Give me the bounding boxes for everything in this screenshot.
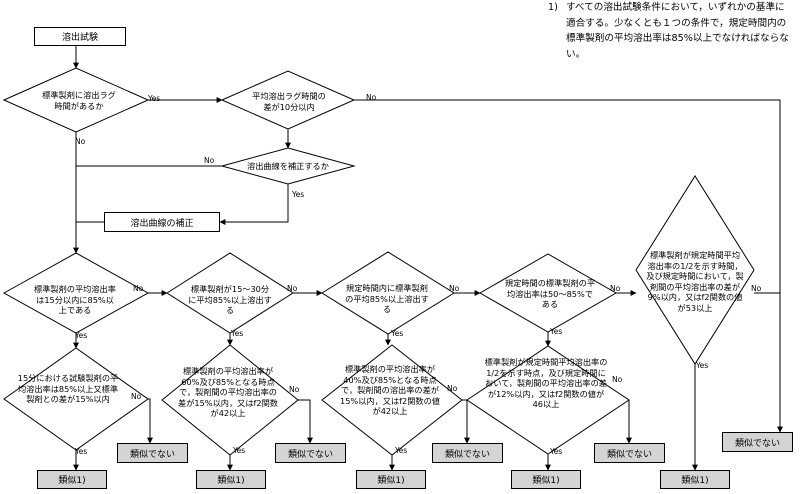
label-yes: Yes xyxy=(148,94,161,103)
label-no: No xyxy=(612,375,623,384)
result-not-similar: 類似でない xyxy=(117,443,188,463)
label-yes: Yes xyxy=(395,446,408,455)
decision-d3: 規定時間内に標準製剤の平均85%以上溶出する xyxy=(345,283,429,314)
decision-d5: 標準製剤が規定時間平均溶出率の1/2を示す時間，及び規定時間において，製剤間の平… xyxy=(646,250,744,313)
label-yes: Yes xyxy=(696,361,709,370)
result-similar: 類似1) xyxy=(37,470,107,489)
footnote-number: 1) xyxy=(548,2,558,13)
label-no: No xyxy=(287,284,298,293)
label-no: No xyxy=(131,392,142,401)
label-yes: Yes xyxy=(391,329,404,338)
label-no: No xyxy=(75,137,86,146)
result-not-similar: 類似でない xyxy=(594,443,665,463)
connector-24 xyxy=(298,399,313,444)
result-similar: 類似1) xyxy=(356,470,426,489)
decision-lag-diff: 平均溶出ラグ時間の差が10分以内 xyxy=(252,91,326,112)
connector-25 xyxy=(462,399,470,444)
result-not-similar: 類似でない xyxy=(432,443,503,463)
result-similar: 類似1) xyxy=(511,470,581,489)
result-not-similar: 類似でない xyxy=(722,432,793,452)
label-yes: Yes xyxy=(233,446,246,455)
label-yes: Yes xyxy=(231,329,244,338)
criterion-c4: 標準製剤が規定時間平均溶出率の1/2を示す時点，及び規定時間において，製剤間の平… xyxy=(484,357,608,409)
decision-lag: 標準製剤に溶出ラグ時間があるか xyxy=(42,90,116,111)
label-no: No xyxy=(366,93,377,102)
label-no: No xyxy=(610,284,621,293)
connector-6 xyxy=(219,184,289,225)
result-not-similar: 類似でない xyxy=(275,443,346,463)
label-yes: Yes xyxy=(550,447,563,456)
label-no: No xyxy=(204,156,215,165)
criterion-c3: 標準製剤の平均溶出率が40%及び85%となる時点で，製剤間の溶出率の差が15%以… xyxy=(340,364,440,416)
result-similar: 類似1) xyxy=(660,470,730,489)
correction-box: 溶出曲線の補正 xyxy=(104,212,220,232)
label-no: No xyxy=(133,284,144,293)
label-yes: Yes xyxy=(292,190,305,199)
decision-d1: 標準製剤の平均溶出率は15分以内に85%以上である xyxy=(34,284,116,315)
label-yes: Yes xyxy=(550,327,563,336)
criterion-c2: 標準製剤の平均溶出率が60%及び85%となる時点で，製剤間の平均溶出率の差が15… xyxy=(178,366,278,418)
criterion-c1: 15分における試験製剤の平均溶出率は85%以上又標準製剤との差が15%以内 xyxy=(17,373,119,404)
decision-diamond-correct xyxy=(220,147,356,185)
result-similar: 類似1) xyxy=(196,470,266,489)
label-no: No xyxy=(751,284,762,293)
decision-correct: 溶出曲線を補正するか xyxy=(247,161,329,171)
label-yes: Yes xyxy=(75,331,88,340)
footnote-text: すべての溶出試験条件において，いずれかの基準に適合する。少なくとも１つの条件で，… xyxy=(566,2,789,60)
label-no: No xyxy=(289,385,300,394)
decision-diamond-d5 xyxy=(635,175,755,365)
decision-d4: 規定時間の標準製剤の平均溶出率は50～85%である xyxy=(504,278,596,309)
decision-d2: 標準製剤が15～30分に平均85%以上溶出する xyxy=(188,284,272,315)
start-box: 溶出試験 xyxy=(34,27,126,46)
connector-3 xyxy=(354,99,783,433)
label-no: No xyxy=(447,384,458,393)
connector-23 xyxy=(147,398,153,444)
label-no: No xyxy=(449,284,460,293)
label-yes: Yes xyxy=(75,447,88,456)
